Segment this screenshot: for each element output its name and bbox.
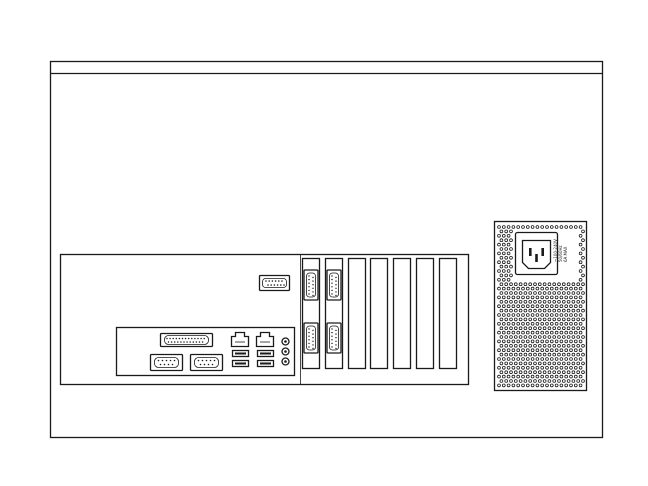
audio-jack	[281, 337, 290, 346]
motherboard-panel	[59, 253, 470, 386]
expansion-slot	[347, 257, 367, 370]
expansion-slot	[324, 257, 344, 370]
psu: ~100-240V 50/60Hz 6A MAX	[493, 220, 588, 392]
io-shield	[115, 326, 296, 377]
psu-rating-label-3: 6A MAX	[563, 246, 568, 262]
card-connector	[303, 269, 319, 301]
expansion-slot	[301, 257, 321, 370]
serial-port	[149, 353, 184, 372]
card-connector	[303, 322, 319, 354]
psu-rating-label-1: ~100-240V	[553, 239, 558, 262]
usb-port	[256, 359, 275, 368]
expansion-slot	[415, 257, 435, 370]
usb-port	[231, 349, 250, 358]
expansion-slot	[438, 257, 458, 370]
expansion-slot	[369, 257, 389, 370]
usb-port	[231, 359, 250, 368]
expansion-slot	[392, 257, 412, 370]
vga-port	[258, 274, 291, 292]
power-inlet	[514, 231, 559, 276]
chassis-outline	[49, 60, 604, 439]
parallel-port	[159, 332, 214, 348]
audio-jack	[281, 347, 290, 356]
usb-port	[256, 349, 275, 358]
card-connector	[326, 269, 342, 301]
rj45-port	[255, 331, 275, 348]
audio-jack	[281, 357, 290, 366]
card-connector	[326, 322, 342, 354]
serial-port	[189, 353, 224, 372]
psu-rating-label-2: 50/60Hz	[558, 245, 563, 262]
rj45-port	[230, 331, 250, 348]
